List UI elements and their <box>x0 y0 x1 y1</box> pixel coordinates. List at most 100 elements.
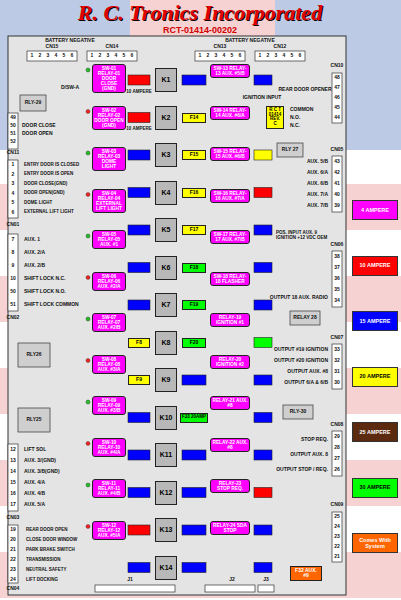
relay-label: RELAY-24 SDA STOP <box>210 521 250 535</box>
board-label: RELAY 28 <box>293 315 316 320</box>
pin-number: 1 <box>199 53 202 58</box>
pin-number: 24 <box>10 577 16 582</box>
node-text: SW-13 RELAY-13 AUX. #5/B <box>212 66 248 76</box>
board-label: N.C. <box>290 123 300 128</box>
fuse: F8 <box>128 338 150 348</box>
led <box>86 234 90 238</box>
connector-name: CN03 <box>7 515 20 520</box>
pin-number: 36 <box>334 276 340 281</box>
board-label: OUTPUT 6/A & 6/B <box>284 380 328 385</box>
node-text: RELAY-21 AUX. #8 <box>212 398 248 408</box>
pin-number: 2 <box>99 53 102 58</box>
board-label: OUTPUT STOP / REQ. <box>276 467 328 472</box>
node-text: K3 <box>162 151 171 158</box>
fuse: F15 <box>182 150 206 160</box>
pin-number: 37 <box>334 265 340 270</box>
relay-outline <box>277 143 303 157</box>
connector-block <box>8 234 18 311</box>
pin-number: 35 <box>334 287 340 292</box>
board-label: DOOR OPEN(GND) <box>24 191 65 196</box>
node-text: F17 <box>190 227 199 232</box>
board-label: PARK BRAKE SWITCH <box>26 548 75 553</box>
fuse <box>128 263 150 273</box>
pin-number: 42 <box>334 170 340 175</box>
fuse <box>182 75 206 85</box>
relay-box: K7 <box>155 293 177 317</box>
connector-name: CN11 <box>7 150 20 155</box>
pin-number: 7 <box>12 237 15 242</box>
fuse <box>254 225 272 235</box>
fuse <box>128 488 150 498</box>
legend-swatch: Comes With System <box>352 533 398 553</box>
board-label: OUTPUT 18 AUX. RADIO <box>270 295 328 300</box>
connector-name: CN15 <box>46 44 59 49</box>
board-label: AUX. 1 <box>24 237 40 242</box>
pin-number: 50 <box>10 289 16 294</box>
node-text: K13 <box>160 526 173 533</box>
pin-number: 1 <box>259 53 262 58</box>
connector-block <box>27 51 77 61</box>
fuse: F18 <box>182 263 206 273</box>
node-text: SW-05 RELAY-05 AUX. #1 <box>94 232 124 247</box>
connector-name: CN09 <box>331 502 344 507</box>
led <box>86 400 90 404</box>
pin-number: 24 <box>334 524 340 529</box>
board-label: AUX. 5/B <box>307 159 328 164</box>
board-label: AUX. 4/B <box>24 491 45 496</box>
board-label: LIFT DOCKING <box>26 578 58 583</box>
legend-text: Comes With System <box>354 537 396 549</box>
node-text: K10 <box>160 414 173 421</box>
relay-box: K4 <box>155 181 177 205</box>
pin-number: 13 <box>10 458 16 463</box>
node-text: RELAY-22 AUX. #8 <box>212 440 248 450</box>
board-label: DOOR CLOSE <box>22 123 56 128</box>
pin-number: 15 <box>10 480 16 485</box>
board-label: BATTERY NEGATIVE <box>225 38 275 43</box>
node-text: RELAY-23 STOP REQ. <box>212 481 248 491</box>
pin-number: 32 <box>334 358 340 363</box>
pin-number: 39 <box>334 203 340 208</box>
pin-number: 50 <box>10 123 16 128</box>
relay-label: SW-04 RELAY-04 EXTERNAL LIFT LIGHT <box>92 189 126 213</box>
led <box>86 276 90 280</box>
connector-block <box>255 51 305 61</box>
node-text: K14 <box>160 564 173 571</box>
relay-label: SW-18 RELAY-18 FLASHER <box>210 272 250 286</box>
fuse <box>254 375 272 385</box>
connector-block <box>8 444 18 511</box>
node-text: F32 AUX. #9 <box>292 568 320 579</box>
fuse: F19 <box>182 300 206 310</box>
fuse <box>128 525 150 535</box>
pin-number: 25 <box>334 514 340 519</box>
relay-label: RELAY-22 AUX. #8 <box>210 438 250 452</box>
pin-number: 34 <box>334 298 340 303</box>
fuse <box>128 225 150 235</box>
pin-number: 2 <box>207 53 210 58</box>
connector-name: CN01 <box>7 222 20 227</box>
relay-box: K2 <box>155 106 177 130</box>
pin-number: 1 <box>91 53 94 58</box>
board-label: AUX. 5/A <box>24 502 45 507</box>
pin-number: 5 <box>123 53 126 58</box>
relay-box: K3 <box>155 143 177 167</box>
node-text: F8 <box>136 340 142 345</box>
connector-name: CN02 <box>7 315 20 320</box>
connector-name: CN14 <box>106 44 119 49</box>
relay-box: K8 <box>155 331 177 355</box>
pin-number: 14 <box>10 469 16 474</box>
fuse: F17 <box>182 225 206 235</box>
node-text: K9 <box>162 376 171 383</box>
connector-block <box>258 585 274 592</box>
legend-text: 4 AMPERE <box>361 207 389 213</box>
pin-number: 4 <box>12 191 15 196</box>
board-label: IGNITION INPUT <box>243 95 282 100</box>
pin-number: 8 <box>12 250 15 255</box>
pin-number: 47 <box>334 85 340 90</box>
board-label: OUTPUT #20 IGNITION <box>274 358 328 363</box>
node-text: F20 <box>190 340 199 345</box>
node-text: K2 <box>162 114 171 121</box>
connector-block <box>8 113 18 149</box>
relay-box: K6 <box>155 256 177 280</box>
legend-swatch: 15 AMPERE <box>352 311 398 331</box>
